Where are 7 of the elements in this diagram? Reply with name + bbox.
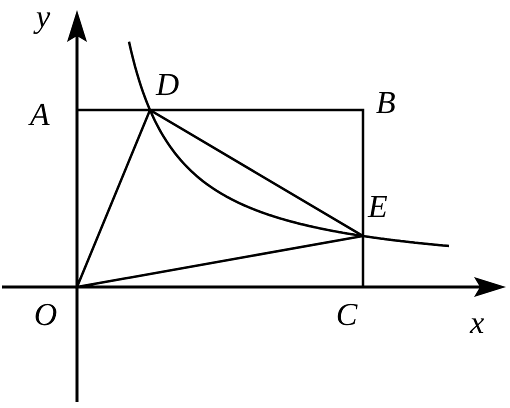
point-label: D — [156, 68, 180, 100]
point-label: A — [30, 98, 50, 130]
point-label: O — [34, 298, 58, 330]
axis-label: x — [470, 306, 484, 338]
point-label: B — [376, 86, 396, 118]
point-label: C — [336, 298, 358, 330]
point-label: E — [368, 190, 388, 222]
